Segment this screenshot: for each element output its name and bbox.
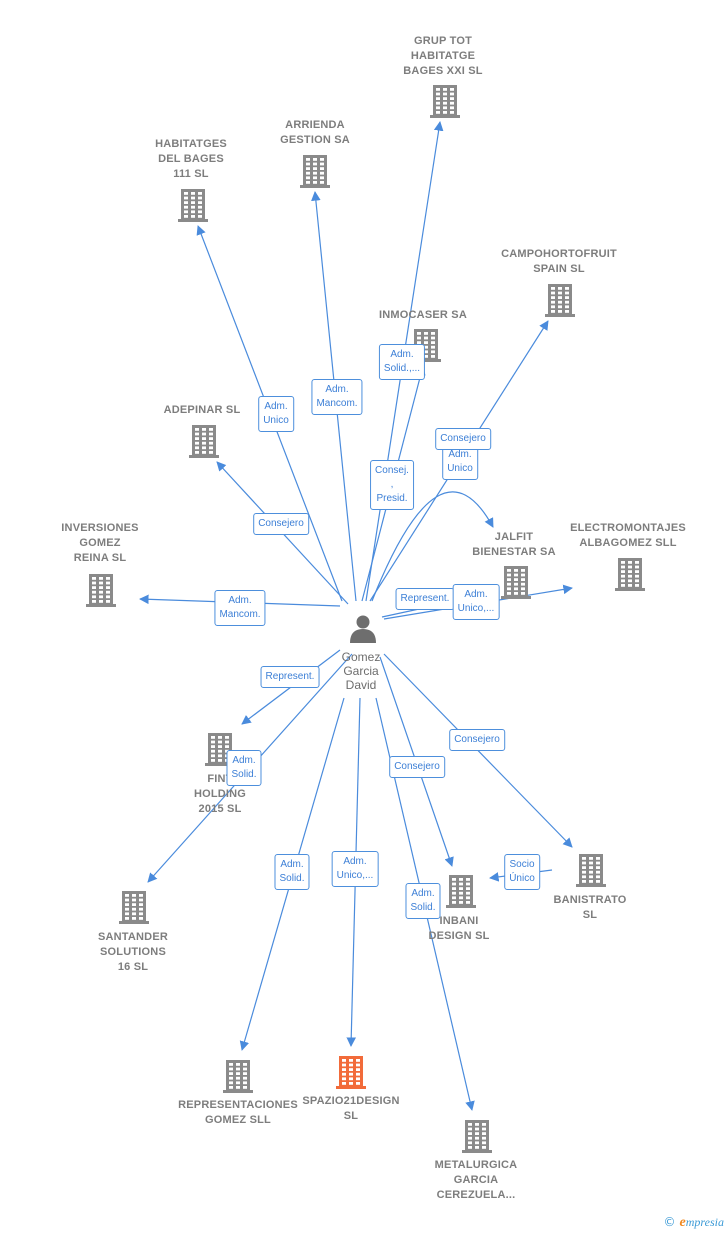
company-node-campohortofruit[interactable]: CAMPOHORTOFRUIT SPAIN SL	[479, 247, 639, 277]
company-name: FINT HOLDING 2015 SL	[193, 773, 247, 815]
building-icon[interactable]	[462, 1120, 492, 1153]
company-node-inmocaser[interactable]: INMOCASER SA	[343, 308, 503, 323]
building-icon[interactable]	[178, 189, 208, 222]
building-icon[interactable]	[300, 155, 330, 188]
company-name: INBANI DESIGN SL	[428, 915, 490, 942]
company-node-grup_tot[interactable]: GRUP TOT HABITATGE BAGES XXI SL	[363, 34, 523, 79]
copyright-symbol: ©	[663, 1215, 676, 1229]
relation-label[interactable]: Adm. Unico,...	[452, 584, 500, 620]
building-icon[interactable]	[189, 425, 219, 458]
relation-label[interactable]: Consej. , Presid.	[370, 460, 414, 510]
building-icon[interactable]	[576, 854, 606, 887]
company-name: INMOCASER SA	[379, 309, 467, 321]
building-icon[interactable]	[119, 891, 149, 924]
relation-label[interactable]: Adm. Solid.,...	[378, 344, 426, 380]
relation-label[interactable]: Adm. Solid.	[274, 854, 310, 890]
company-name: HABITATGES DEL BAGES 111 SL	[155, 138, 227, 180]
brand-watermark: ©empresia	[664, 1215, 724, 1231]
relation-label[interactable]: Consejero	[389, 756, 445, 778]
company-name: BANISTRATO SL	[553, 894, 627, 921]
relation-label[interactable]: Consejero	[435, 428, 491, 450]
company-node-santander[interactable]: SANTANDER SOLUTIONS 16 SL	[53, 930, 213, 975]
company-node-arrienda[interactable]: ARRIENDA GESTION SA	[235, 118, 395, 148]
company-name: REPRESENTACIONES GOMEZ SLL	[178, 1099, 298, 1126]
edge-gomez-jalfit	[371, 491, 494, 602]
brand-name: mpresia	[685, 1215, 724, 1229]
building-icon[interactable]	[545, 284, 575, 317]
company-name: ELECTROMONTAJES ALBAGOMEZ SLL	[570, 522, 686, 549]
relation-label[interactable]: Adm. Mancom.	[311, 379, 363, 415]
company-node-adepinar[interactable]: ADEPINAR SL	[122, 403, 282, 418]
building-icon[interactable]	[501, 566, 531, 599]
company-node-inversiones[interactable]: INVERSIONES GOMEZ REINA SL	[20, 521, 180, 566]
person-name[interactable]: Gomez Garcia David	[341, 650, 381, 692]
company-name: GRUP TOT HABITATGE BAGES XXI SL	[403, 35, 483, 77]
company-name: ARRIENDA GESTION SA	[280, 119, 350, 146]
relation-label[interactable]: Adm. Solid.	[405, 883, 441, 919]
building-icon[interactable]	[430, 85, 460, 118]
company-node-representaciones[interactable]: REPRESENTACIONES GOMEZ SLL	[158, 1098, 318, 1128]
company-name: INVERSIONES GOMEZ REINA SL	[61, 522, 139, 564]
building-icon[interactable]	[336, 1056, 366, 1089]
relation-label[interactable]: Adm. Unico	[258, 396, 294, 432]
company-node-fintech[interactable]: FINT HOLDING 2015 SL	[140, 772, 300, 817]
relation-label[interactable]: Adm. Solid.	[226, 750, 262, 786]
relation-label[interactable]: Consejero	[449, 729, 505, 751]
company-name: JALFIT BIENESTAR SA	[472, 531, 556, 558]
person-icon[interactable]	[350, 615, 376, 644]
building-icon[interactable]	[223, 1060, 253, 1093]
company-node-jalfit[interactable]: JALFIT BIENESTAR SA	[434, 530, 594, 560]
company-node-inbani[interactable]: INBANI DESIGN SL	[379, 914, 539, 944]
company-node-electromontajes[interactable]: ELECTROMONTAJES ALBAGOMEZ SLL	[548, 521, 708, 551]
company-name: CAMPOHORTOFRUIT SPAIN SL	[501, 248, 617, 275]
relation-label[interactable]: Adm. Unico	[442, 444, 478, 480]
company-node-metalurgica[interactable]: METALURGICA GARCIA CEREZUELA...	[396, 1158, 556, 1203]
relation-label[interactable]: Represent.	[260, 666, 320, 688]
relation-label[interactable]: Represent.	[395, 588, 455, 610]
company-name: METALURGICA GARCIA CEREZUELA...	[434, 1159, 518, 1201]
company-node-spazio[interactable]: SPAZIO21DESIGN SL	[271, 1094, 431, 1124]
company-name: ADEPINAR SL	[163, 404, 241, 416]
relation-label[interactable]: Adm. Mancom.	[214, 590, 266, 626]
company-node-habitatges[interactable]: HABITATGES DEL BAGES 111 SL	[111, 137, 271, 182]
relation-label[interactable]: Consejero	[253, 513, 309, 535]
building-icon[interactable]	[615, 558, 645, 591]
relation-label[interactable]: Adm. Unico,...	[331, 851, 379, 887]
company-name: SANTANDER SOLUTIONS 16 SL	[97, 931, 169, 973]
building-icon[interactable]	[446, 875, 476, 908]
building-icon[interactable]	[86, 574, 116, 607]
brand-initial: e	[679, 1215, 686, 1230]
relation-label[interactable]: Socio Único	[504, 854, 540, 890]
company-node-banistrato[interactable]: BANISTRATO SL	[510, 893, 670, 923]
company-name: SPAZIO21DESIGN SL	[302, 1095, 400, 1122]
